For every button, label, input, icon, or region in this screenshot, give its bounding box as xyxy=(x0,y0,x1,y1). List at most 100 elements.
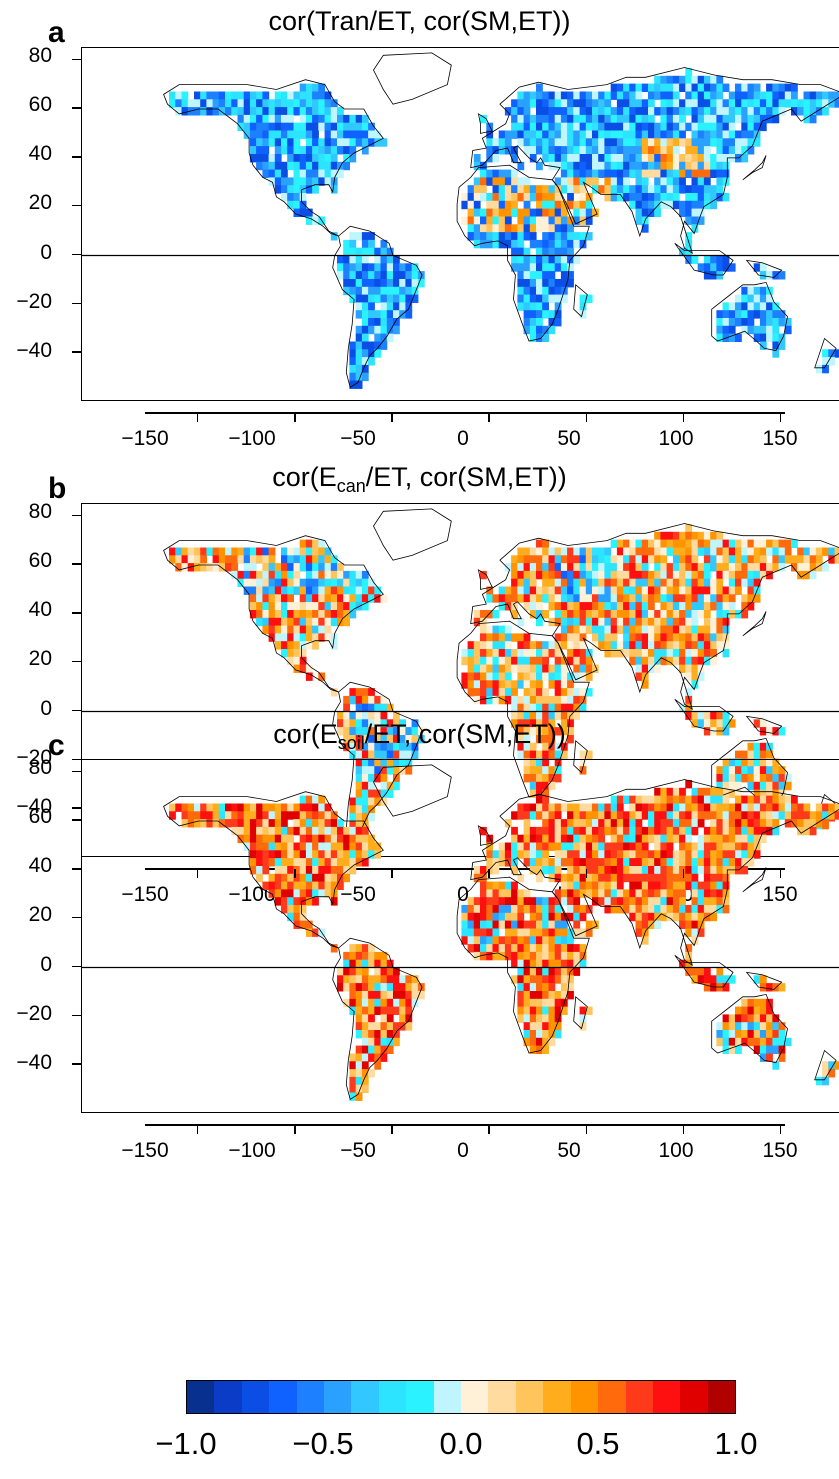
map-cell xyxy=(753,555,761,564)
map-cell xyxy=(536,664,543,673)
map-cell xyxy=(511,107,518,116)
map-cell xyxy=(355,1006,363,1015)
map-cell xyxy=(648,185,655,194)
map-cell xyxy=(517,208,525,217)
map-cell xyxy=(753,834,761,844)
map-cell xyxy=(324,154,332,163)
map-cell xyxy=(822,91,829,100)
map-cell xyxy=(567,570,574,580)
map-cell xyxy=(623,610,630,619)
map-cell xyxy=(268,169,276,178)
map-cell xyxy=(492,912,500,922)
map-cell xyxy=(703,787,711,797)
map-cell xyxy=(517,727,525,736)
map-cell xyxy=(834,803,839,812)
map-cell xyxy=(536,302,543,311)
colorbar-cell xyxy=(625,1381,653,1413)
map-cell xyxy=(685,656,693,666)
map-cell xyxy=(573,232,581,241)
map-cell xyxy=(529,602,537,611)
map-cell xyxy=(274,161,282,171)
map-cell xyxy=(330,897,338,906)
map-cell xyxy=(735,795,742,804)
map-cell xyxy=(648,826,655,836)
map-cell xyxy=(691,531,699,541)
map-cell xyxy=(504,130,512,139)
map-cell xyxy=(641,842,649,851)
map-cell xyxy=(511,842,518,851)
map-cell xyxy=(281,138,288,147)
map-cell xyxy=(517,672,525,681)
map-cell xyxy=(641,138,649,147)
map-cell xyxy=(529,858,537,867)
map-cell xyxy=(554,239,562,249)
map-cell xyxy=(511,936,518,945)
y-tick-label: 40 xyxy=(28,854,52,877)
map-cell xyxy=(536,1022,543,1031)
map-cell xyxy=(287,633,294,642)
map-cell xyxy=(685,664,693,673)
map-cell xyxy=(517,834,525,844)
map-cell xyxy=(548,286,556,296)
y-tick-mark xyxy=(72,758,81,761)
map-cell xyxy=(361,742,369,752)
map-cell xyxy=(330,586,338,595)
map-cell xyxy=(685,578,693,588)
map-cell xyxy=(281,169,288,178)
map-cell xyxy=(361,1076,369,1086)
map-cell xyxy=(623,99,630,108)
map-cell xyxy=(641,850,649,859)
map-cell xyxy=(722,975,730,984)
map-cell xyxy=(548,719,556,728)
map-cell xyxy=(672,834,680,844)
map-cell xyxy=(480,161,487,171)
map-cell xyxy=(728,819,736,828)
map-cell xyxy=(592,602,599,611)
map-cell xyxy=(560,255,568,264)
map-cell xyxy=(710,185,717,194)
map-cell xyxy=(181,563,189,572)
map-cell xyxy=(511,834,518,844)
map-cell xyxy=(560,563,568,572)
map-cell xyxy=(784,819,792,828)
map-cell xyxy=(529,936,537,945)
map-cell xyxy=(579,114,587,124)
map-cell xyxy=(660,563,668,572)
map-cell xyxy=(728,858,736,867)
map-cell xyxy=(660,161,668,171)
map-cell xyxy=(635,850,643,859)
map-cell xyxy=(542,819,549,828)
map-cell xyxy=(523,130,531,139)
map-cell xyxy=(262,169,270,178)
map-cell xyxy=(274,826,282,836)
map-cell xyxy=(753,563,761,572)
map-cell xyxy=(355,1069,363,1078)
map-cell xyxy=(660,539,668,548)
map-cell xyxy=(542,641,549,650)
map-cell xyxy=(697,905,705,914)
map-cell xyxy=(268,803,276,812)
map-cell xyxy=(337,130,344,139)
y-tick-label: 40 xyxy=(28,598,52,621)
map-cell xyxy=(461,200,469,210)
world-map xyxy=(82,764,839,1101)
map-cell xyxy=(480,610,487,619)
map-cell xyxy=(579,766,587,775)
x-tick-label: 0 xyxy=(457,427,469,450)
map-cell xyxy=(361,586,369,595)
map-cell xyxy=(206,819,214,828)
map-cell xyxy=(529,333,537,342)
map-cell xyxy=(641,858,649,867)
map-cell xyxy=(710,905,717,914)
map-cell xyxy=(287,555,294,564)
map-cell xyxy=(554,920,562,929)
map-cell xyxy=(766,563,773,572)
map-cell xyxy=(728,99,736,108)
map-cell xyxy=(318,842,326,851)
map-cell xyxy=(616,617,624,627)
map-cell xyxy=(262,811,270,820)
map-cell xyxy=(703,711,711,720)
map-cell xyxy=(554,680,562,689)
map-cell xyxy=(274,834,282,844)
map-cell xyxy=(517,633,525,642)
